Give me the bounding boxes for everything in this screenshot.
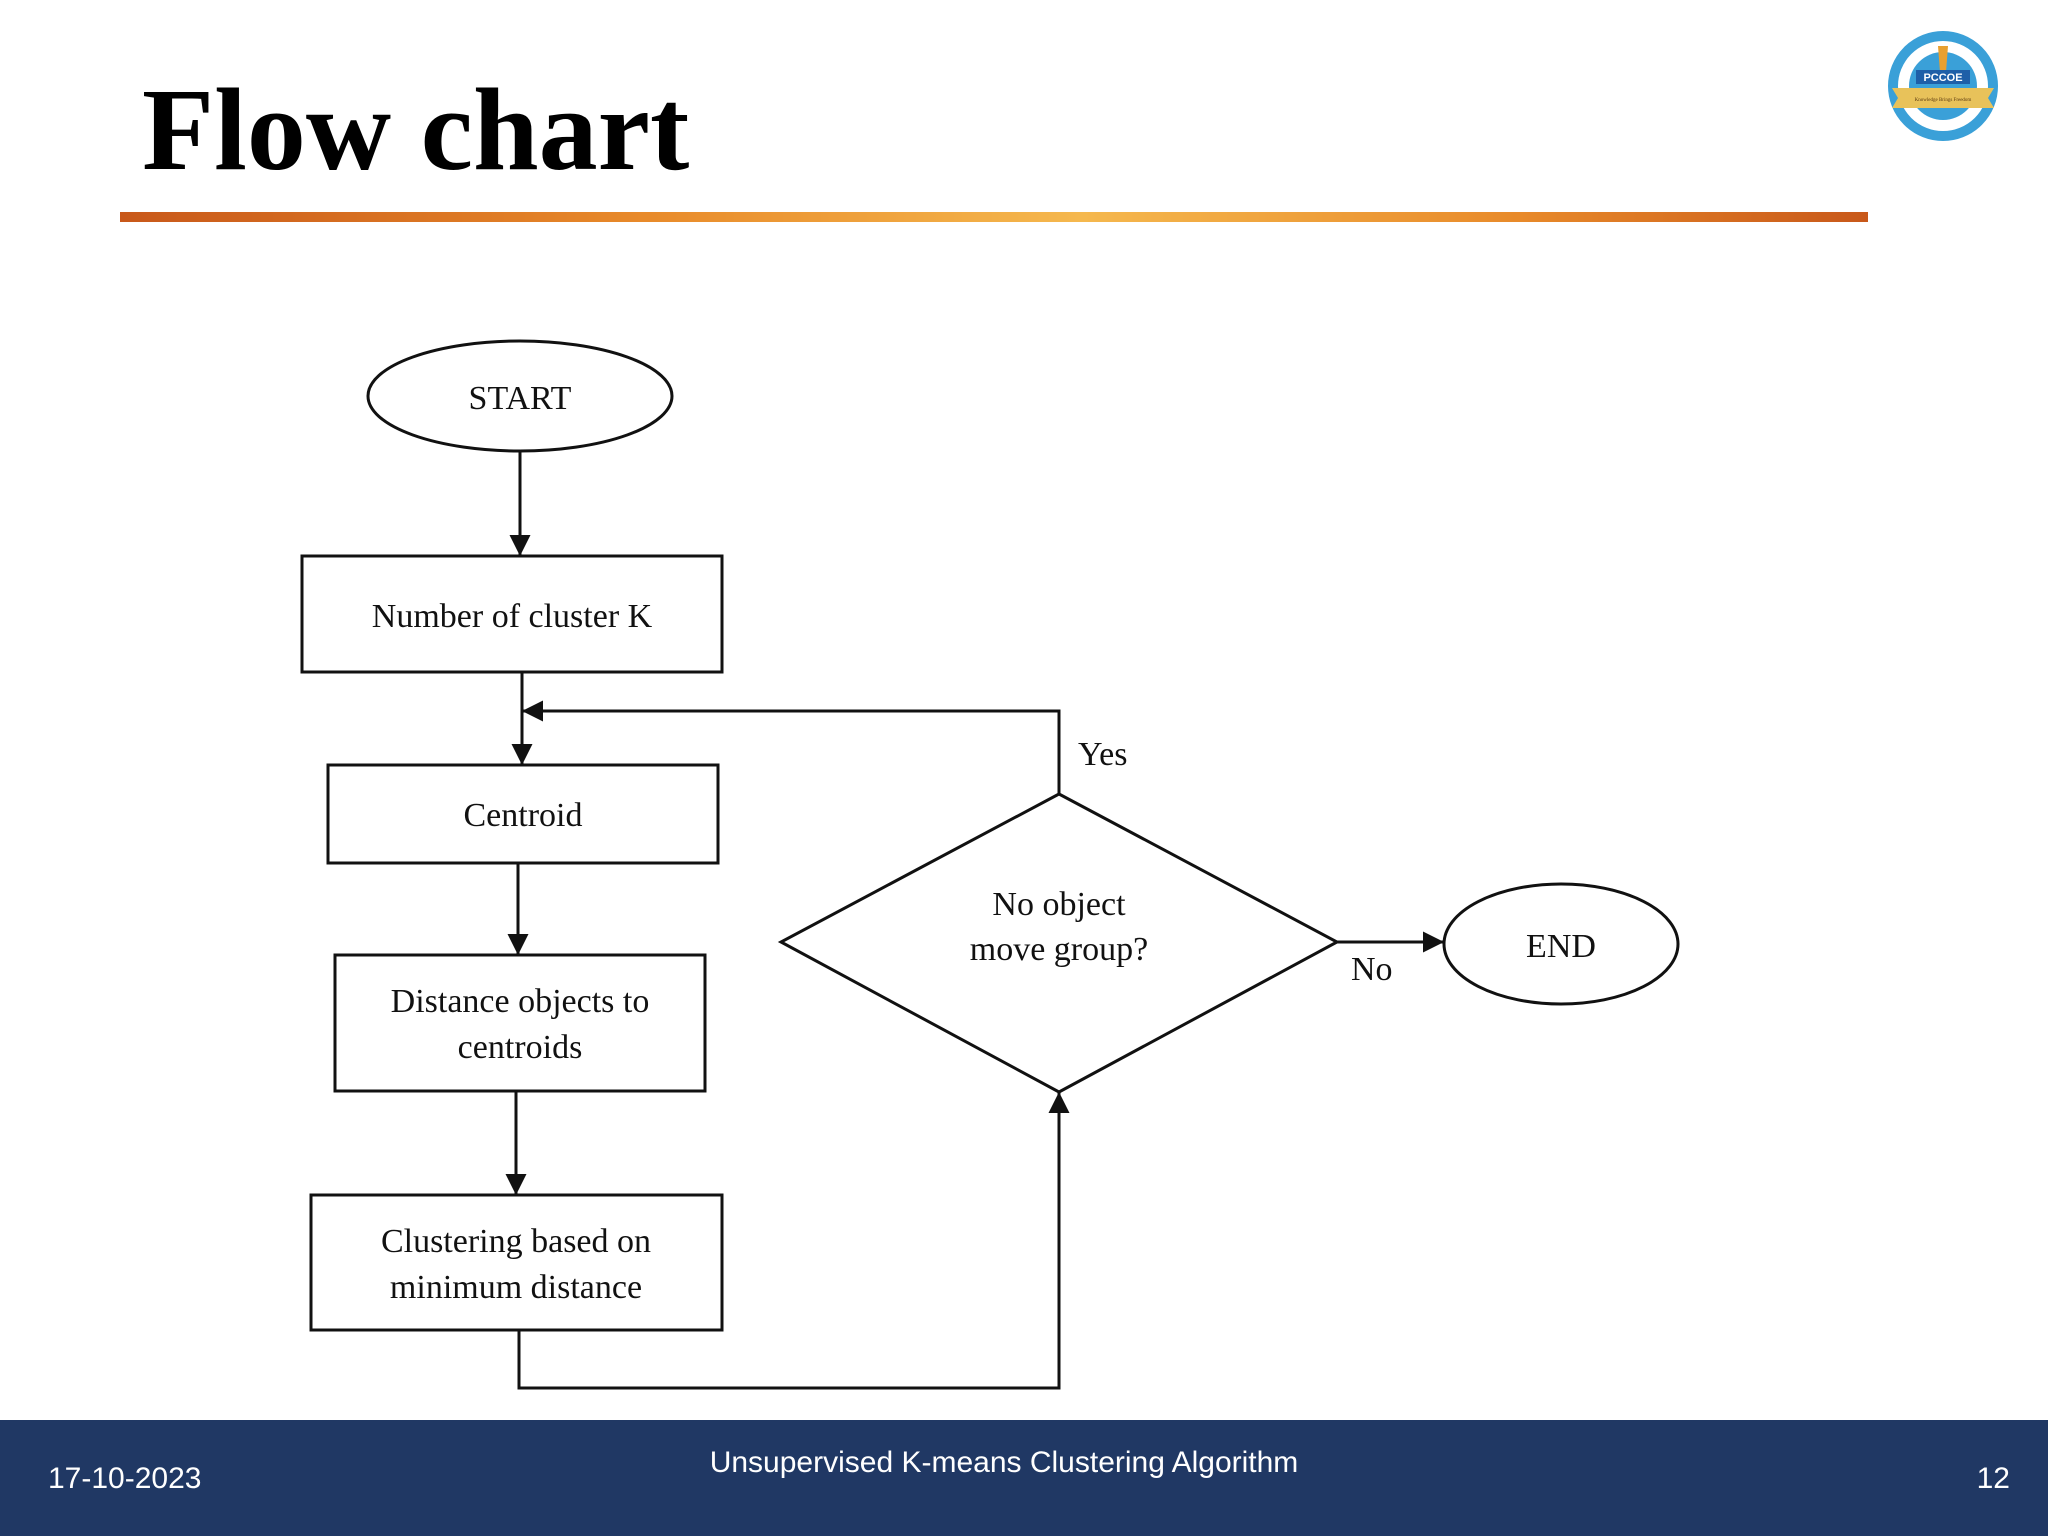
decision-node: No object move group? [777,792,1341,1094]
college-logo: PCCOE Knowledge Brings Freedom [1888,31,1998,141]
arrow-decision-yes-to-centroid [522,700,1061,794]
decision-label-line-1: No object [992,886,1126,923]
logo-name-plate [1916,70,1970,84]
distance-label-line-1: Distance objects to [391,983,650,1020]
number-of-cluster-box [300,554,724,674]
number-of-cluster-label: Number of cluster K [372,598,653,635]
logo-motto: Knowledge Brings Freedom [1915,98,1972,103]
decision-label-line-2: move group? [970,931,1148,968]
end-label: END [1526,928,1596,965]
logo-text: PCCOE [1923,72,1962,84]
arrow-clustering-to-decision [517,1092,1070,1390]
slide-footer: 17-10-2023 Unsupervised K-means Clusteri… [0,1420,2048,1536]
slide-title: Flow chart [142,64,690,195]
page-number: 12 [1976,1462,2010,1495]
end-node: END [1442,882,1680,1006]
title-divider [120,212,1868,222]
clustering-label-line-1: Clustering based on [381,1223,651,1260]
centroid-label: Centroid [464,797,583,834]
clustering-box [309,1193,724,1332]
torch-icon [1938,46,1948,72]
end-ellipse [1442,882,1680,1006]
centroid-node: Centroid [326,763,720,865]
clustering-label-line-2: minimum distance [390,1269,642,1306]
clustering-node: Clustering based on minimum distance [309,1193,724,1332]
distance-label-line-2: centroids [458,1029,583,1066]
flowchart: START Number of cluster K Centroid Dista… [300,339,1680,1390]
footer-title: Unsupervised K-means Clustering Algorith… [709,1446,1299,1479]
yes-edge-label: Yes [1078,736,1127,773]
start-node: START [366,339,674,453]
distance-box [333,953,707,1093]
start-label: START [469,380,572,417]
logo-banner [1892,88,1994,108]
number-of-cluster-node: Number of cluster K [300,554,724,674]
footer-date: 17-10-2023 [48,1462,202,1495]
no-edge-label: No [1351,951,1393,988]
distance-node: Distance objects to centroids [333,953,707,1093]
